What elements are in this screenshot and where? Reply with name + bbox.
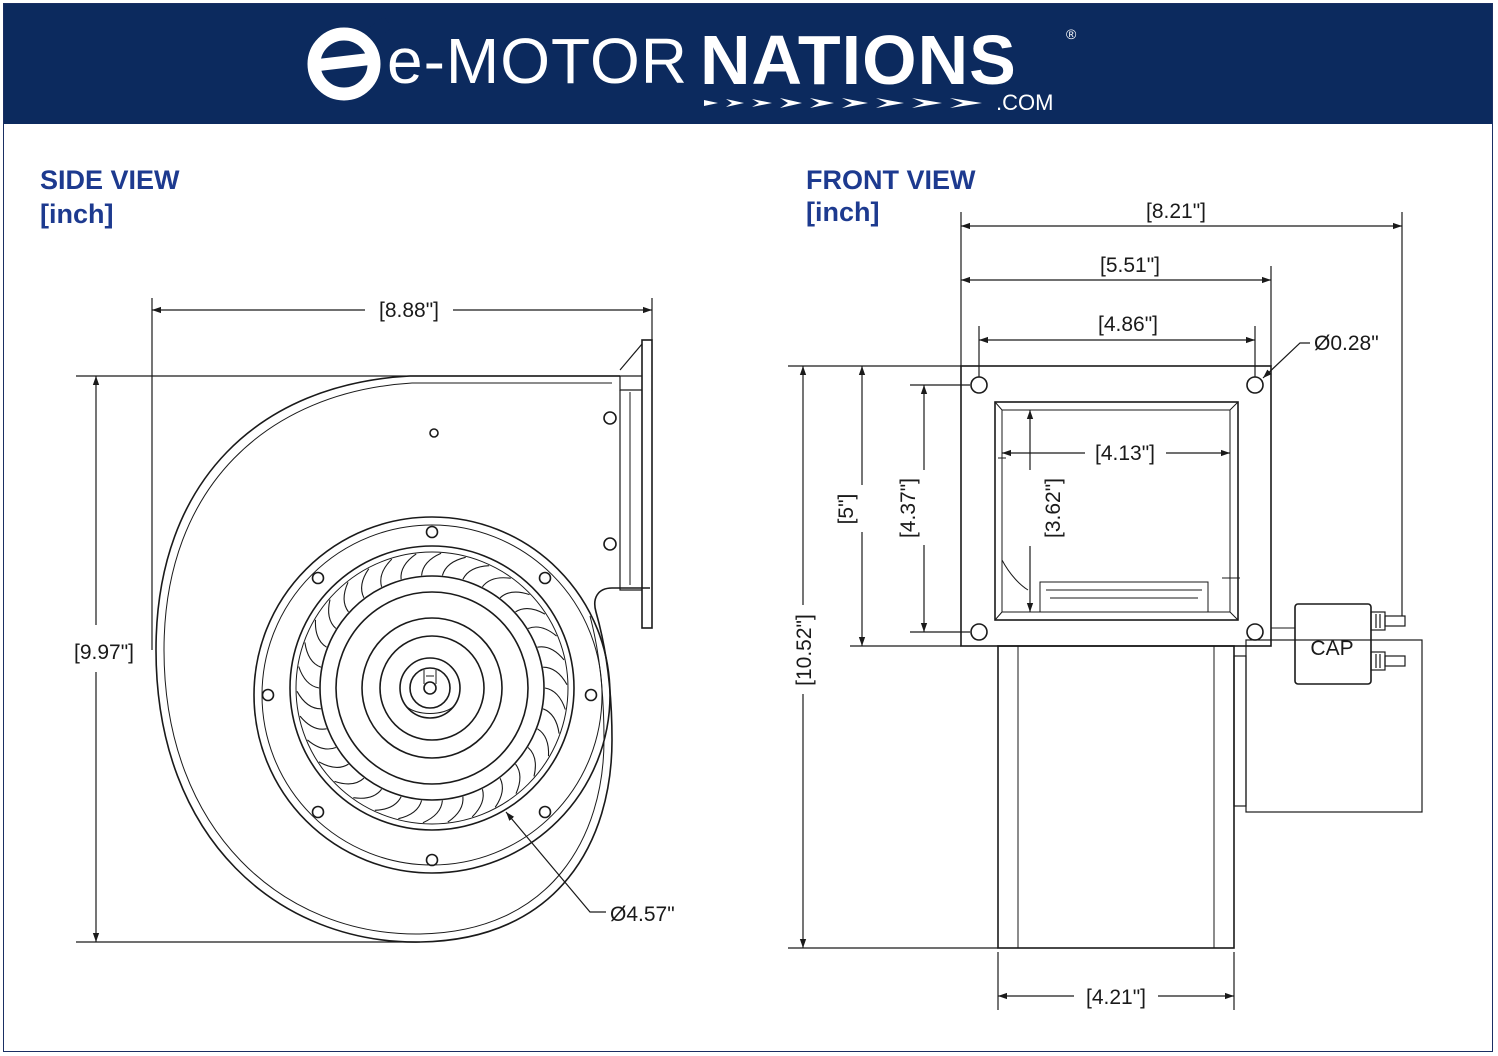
blower-blade [499,591,530,599]
blower-blade [314,619,327,648]
blower-blades [296,552,568,824]
brand-nations: NATIONS [700,21,1017,99]
blower-wheel-outer [289,545,575,831]
blower-blade [361,568,370,599]
capacitor-bracket [1245,639,1423,813]
front-view-dimensions [788,212,1403,1010]
blower-blade [462,565,490,580]
brand-registered-mark: ® [1066,26,1077,42]
front-view-drawing [960,365,1423,949]
blower-blade [374,796,402,811]
brand-domain: .COM [996,90,1054,115]
blower-blade [353,788,383,799]
motor-width-label: [4.21"] [1086,986,1146,1009]
blower-blade [343,582,349,613]
overall-width-label: [8.21"] [1146,200,1206,223]
capacitor-terminals [1370,611,1406,671]
brand-arrows-icon [704,98,982,108]
blower-wheel-inner [319,575,545,801]
outlet-width-label: [4.13"] [1095,442,1155,465]
blower-blade [542,708,560,734]
blower-blade [307,739,337,750]
hole-diameter-label: Ø0.28" [1314,332,1379,355]
flange-width-label: [5.51"] [1100,254,1160,277]
outlet-height-label: [3.62"] [1042,478,1065,538]
front-flange-plate [960,365,1272,647]
brand-header: e-MOTOR NATIONS ® .COM [4,4,1492,124]
blower-blade [527,626,557,637]
flange-hole-br [1246,623,1264,641]
blower-blade [318,761,349,768]
blower-wheel-ring [295,551,569,825]
blower-blade [543,666,568,685]
front-view-unit: [inch] [806,197,880,227]
blower-blade [537,646,565,661]
outlet-wheel-edge [1039,581,1209,613]
outlet-flange-bend [619,343,643,391]
brand-emotor: e-MOTOR [387,25,688,97]
blower-blade [527,747,536,777]
front-view-title: FRONT VIEW [806,165,976,195]
blower-blade [481,577,511,588]
blower-blade [544,687,566,710]
flange-hole-bottom [603,537,617,551]
housing-hole [429,428,439,438]
blower-blade [494,777,503,808]
motor-ring-1 [335,591,529,785]
motor-ring-3 [379,635,485,741]
flange-height-label: [5"] [835,494,858,525]
mount-holes [261,525,598,867]
blower-blade [334,777,365,785]
blower-blade [441,556,466,576]
side-view-unit: [inch] [40,199,114,229]
mount-plate-outer [253,516,611,874]
motor-end-cap [1233,655,1247,807]
hub-outer [399,657,461,719]
blower-blade [515,608,546,615]
blower-blade [447,796,464,823]
blower-blade [398,800,423,820]
brand-logo-swoosh-icon [307,18,390,101]
overall-height-label: [10.52"] [793,614,816,686]
blower-blade [304,642,322,668]
scroll-housing-inner-line [163,382,612,935]
motor-body [997,645,1235,949]
blower-blade [328,599,337,629]
blower-blade [296,691,321,710]
side-view-dimension-labels: [8.88"] [9.97"] Ø4.57" [74,299,675,926]
page-border [3,3,1493,1052]
hub-inner [409,667,451,709]
front-view-dimension-labels: [8.21"] [5.51"] [4.86"] Ø0.28" [4.13"] [… [793,200,1379,1009]
flange-hole-tl [970,376,988,394]
blower-blade [471,789,484,818]
wheel-diameter-label: Ø4.57" [610,903,675,926]
flange-hole-top [603,411,617,425]
side-view-drawing [155,339,653,943]
capacitor-label: CAP [1310,637,1353,660]
flange-hole-tr [1246,376,1264,394]
hole-spacing-label: [4.86"] [1098,313,1158,336]
blower-blade [380,558,393,587]
blower-blade [422,800,443,824]
blower-blade [299,715,327,730]
blower-blade [515,763,521,794]
outlet-opening [994,401,1239,621]
motor-ring-2 [361,617,503,759]
side-view-title: SIDE VIEW [40,165,180,195]
blower-blade [298,666,320,689]
side-height-label: [9.97"] [74,641,134,664]
shaft [423,681,437,695]
flange-hole-bl [970,623,988,641]
scroll-housing-outline [155,375,650,943]
side-width-label: [8.88"] [379,299,439,322]
blower-blade [421,552,442,576]
outlet-flange-plate [641,339,653,629]
hole-spacing-vertical-label: [4.37"] [897,478,920,538]
capacitor-body [1294,603,1372,685]
blower-blade [400,553,417,580]
blower-blade [537,728,550,757]
side-view-dimensions [76,298,653,943]
